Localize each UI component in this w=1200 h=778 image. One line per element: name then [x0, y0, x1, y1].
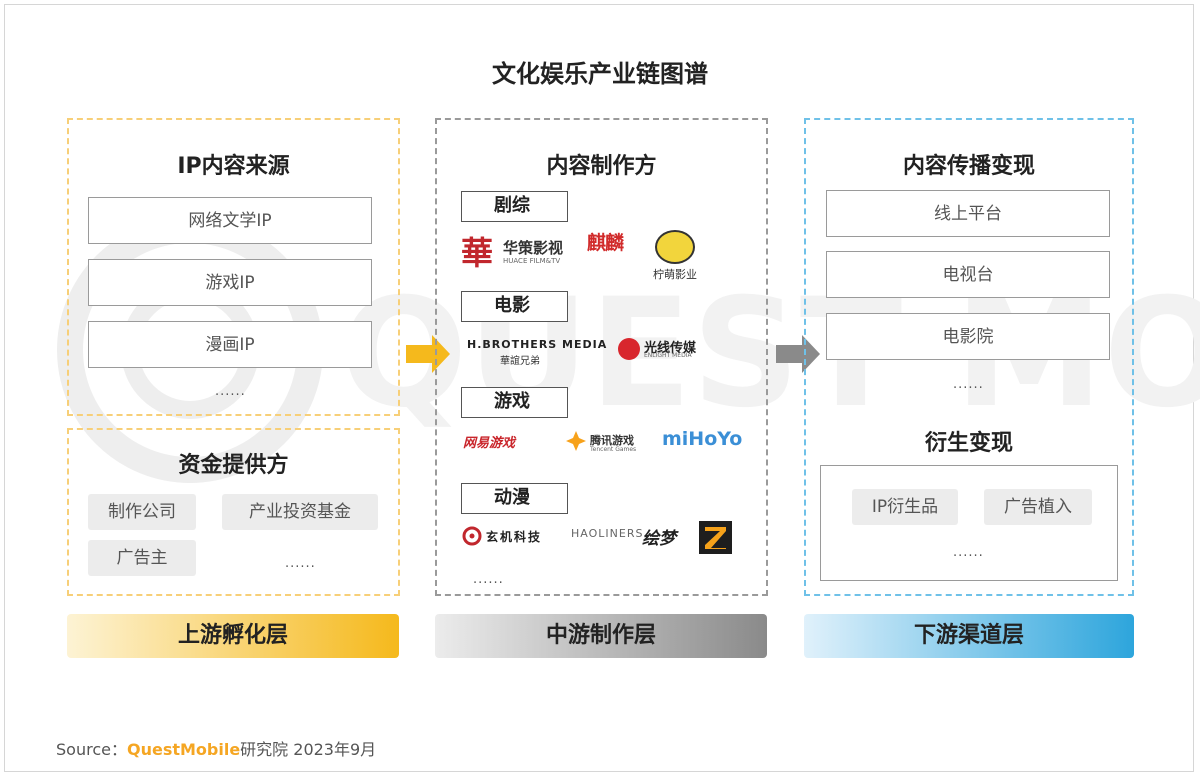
source-prefix: Source：	[56, 740, 127, 759]
ellipsis: ......	[953, 545, 984, 560]
huace-name-en: HUACE FILM&TV	[503, 257, 561, 265]
midstream-heading: 内容制作方	[546, 154, 657, 179]
haoliners-logo: HAOLINERS	[571, 527, 644, 540]
category-label: 动漫	[461, 483, 568, 514]
source-item: 漫画IP	[88, 321, 372, 368]
arrow-right-icon	[406, 335, 450, 373]
tencent-games-icon	[566, 431, 586, 451]
diagram-frame	[4, 4, 1194, 772]
derivative-box	[820, 465, 1118, 581]
huace-logo: 華	[461, 234, 494, 272]
upstream-ip-panel	[67, 118, 400, 416]
ellipsis: ......	[215, 384, 246, 399]
category-label: 电影	[461, 291, 568, 322]
hbrothers-logo: H.BROTHERS MEDIA	[467, 338, 608, 351]
source-note: Source：QuestMobile研究院 2023年9月	[56, 736, 376, 760]
downstream-heading: 内容传播变现	[902, 154, 1035, 179]
lemon-logo-icon	[655, 230, 695, 264]
funder-chip: 产业投资基金	[222, 494, 378, 530]
ellipsis: ......	[285, 556, 316, 571]
ellipsis: ......	[473, 572, 504, 587]
studio-logo-icon	[699, 521, 732, 554]
ellipsis: ......	[953, 377, 984, 392]
channel-item: 线上平台	[826, 190, 1110, 237]
midstream-layer-bar: 中游制作层	[435, 614, 767, 658]
funder-chip: 制作公司	[88, 494, 196, 530]
xuanji-logo-icon	[462, 526, 482, 546]
channel-item: 电视台	[826, 251, 1110, 298]
upstream-fund-panel	[67, 428, 400, 596]
category-label: 游戏	[461, 387, 568, 418]
upstream-layer-bar: 上游孵化层	[67, 614, 399, 658]
huace-name: 华策影视	[503, 239, 564, 257]
enlight-name-en: ENLIGHT MEDIA	[644, 352, 692, 359]
arrow-right-icon	[776, 335, 820, 373]
diagram-title: 文化娱乐产业链图谱	[492, 60, 708, 88]
qilin-seal-logo: 麒麟	[586, 232, 624, 254]
source-item: 游戏IP	[88, 259, 372, 306]
source-brand: QuestMobile	[126, 740, 241, 759]
mihoyo-logo: miHoYo	[662, 428, 743, 450]
derive-heading: 衍生变现	[924, 431, 1013, 456]
derivative-chip: IP衍生品	[852, 489, 958, 525]
enlight-name: 光线传媒	[644, 341, 697, 356]
hbrothers-name: 華誼兄弟	[500, 356, 540, 367]
funder-chip: 广告主	[88, 540, 196, 576]
netease-games-logo: 网易游戏	[463, 436, 516, 451]
enlight-logo-icon	[618, 338, 640, 360]
tencent-games-name-en: Tencent Games	[590, 446, 637, 453]
channel-item: 电影院	[826, 313, 1110, 360]
derivative-chip: 广告植入	[984, 489, 1092, 525]
huimeng-name: 绘梦	[642, 529, 676, 549]
lemon-name: 柠萌影业	[653, 268, 697, 281]
category-label: 剧综	[461, 191, 568, 222]
midstream-panel	[435, 118, 768, 596]
source-suffix: 研究院 2023年9月	[240, 740, 377, 759]
downstream-layer-bar: 下游渠道层	[804, 614, 1134, 658]
upstream-heading: IP内容来源	[177, 154, 290, 179]
xuanji-name: 玄机科技	[486, 530, 543, 544]
source-item: 网络文学IP	[88, 197, 372, 244]
downstream-panel	[804, 118, 1134, 596]
tencent-games-name: 腾讯游戏	[590, 434, 634, 447]
fund-heading: 资金提供方	[178, 453, 289, 478]
